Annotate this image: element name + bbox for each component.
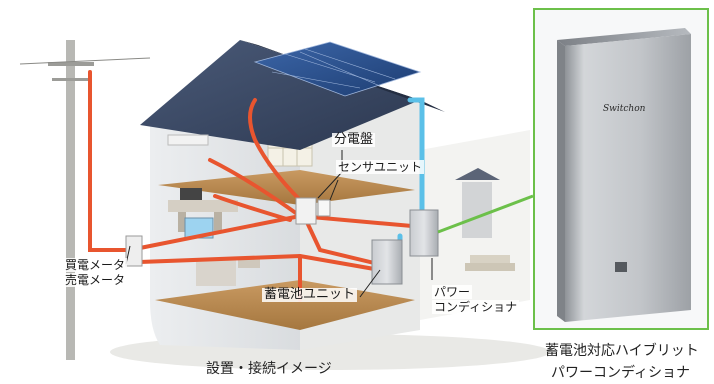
product-connector-line — [437, 194, 534, 234]
battery-unit-label: 蓄電池ユニット — [262, 287, 358, 302]
distribution-board-box — [295, 197, 317, 225]
product-caption-line1: 蓄電池対応ハイブリット — [545, 343, 699, 359]
product-frame: Switchon — [533, 8, 709, 330]
power-conditioner-label-line2: コンディショナ — [432, 300, 520, 314]
distribution-board-label: 分電盤 — [332, 132, 376, 147]
equipment — [125, 197, 439, 285]
brand-mark: Switchon — [603, 104, 646, 114]
buy-sell-meter-box — [125, 235, 143, 267]
hybrid-power-conditioner-image — [557, 28, 691, 322]
indicator-panel — [615, 262, 627, 272]
roof — [140, 40, 445, 150]
utility-pole — [19, 40, 151, 360]
sell-meter-label: 売電メータ — [63, 273, 128, 287]
sensor-unit-label: センサユニット — [336, 160, 425, 174]
solar-panels — [253, 41, 422, 97]
product-caption-line2: パワーコンディショナ — [551, 365, 691, 381]
battery-unit-box — [371, 239, 403, 285]
installation-caption: 設置・接続イメージ — [206, 361, 332, 377]
buy-meter-label: 買電メータ — [63, 258, 128, 272]
power-conditioner-box — [409, 209, 439, 257]
power-conditioner-label-line1: パワー — [432, 285, 473, 299]
sensor-unit-box — [317, 199, 331, 217]
air-conditioner — [167, 134, 209, 146]
